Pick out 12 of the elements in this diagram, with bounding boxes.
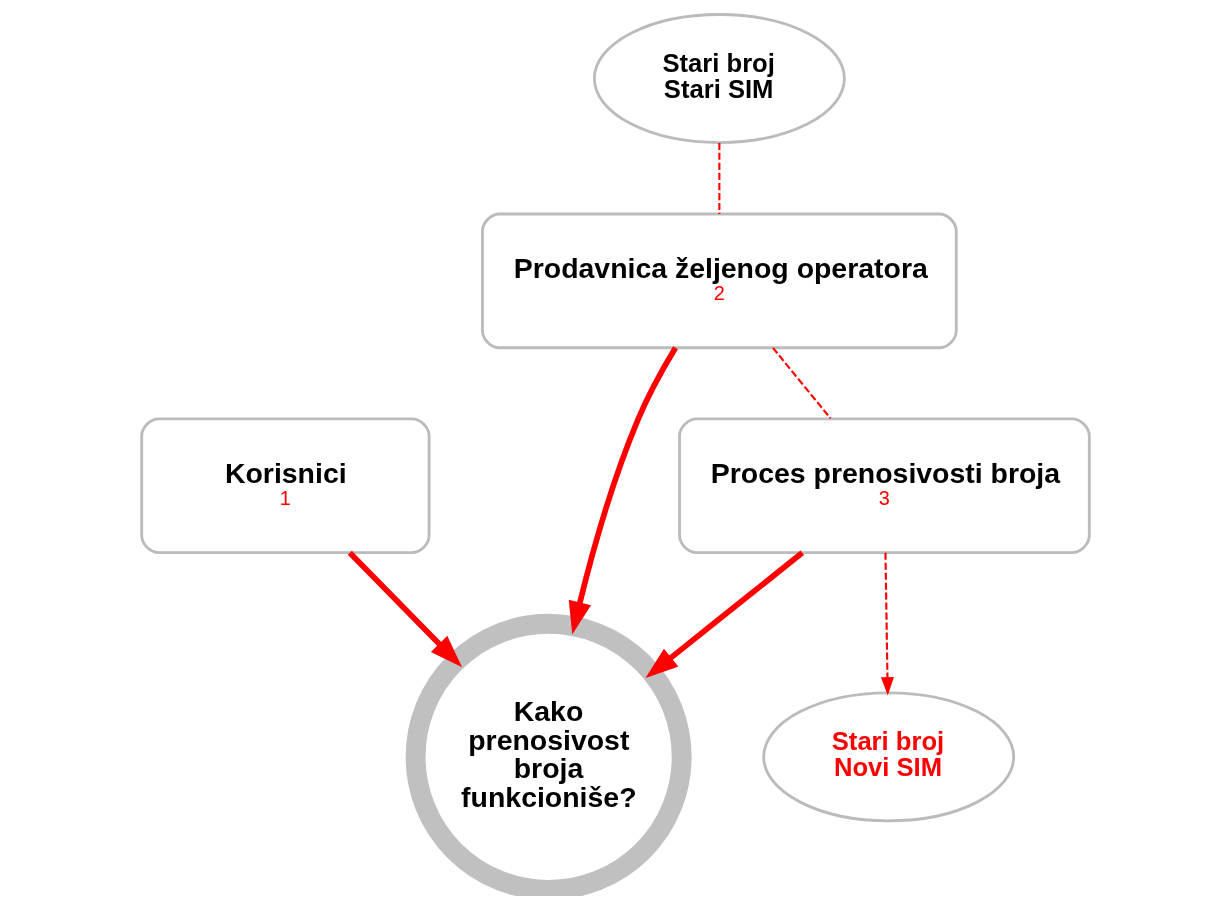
node-ellipse: Stari broj Novi SIM <box>761 691 1015 823</box>
node-circle: Kako prenosivost broja funkcioniše? <box>405 613 692 896</box>
node-box: Prodavnica željenog operatora 2 <box>480 212 958 350</box>
arrow <box>644 550 804 679</box>
node-box: Korisnici 1 <box>139 417 431 555</box>
arrow <box>880 552 894 696</box>
arrow <box>568 346 678 635</box>
arrow <box>347 550 462 668</box>
connector <box>717 143 720 214</box>
node-ellipse: Stari broj Stari SIM <box>592 13 846 144</box>
connector <box>771 347 831 420</box>
node-box: Proces prenosivosti broja 3 <box>677 417 1091 555</box>
